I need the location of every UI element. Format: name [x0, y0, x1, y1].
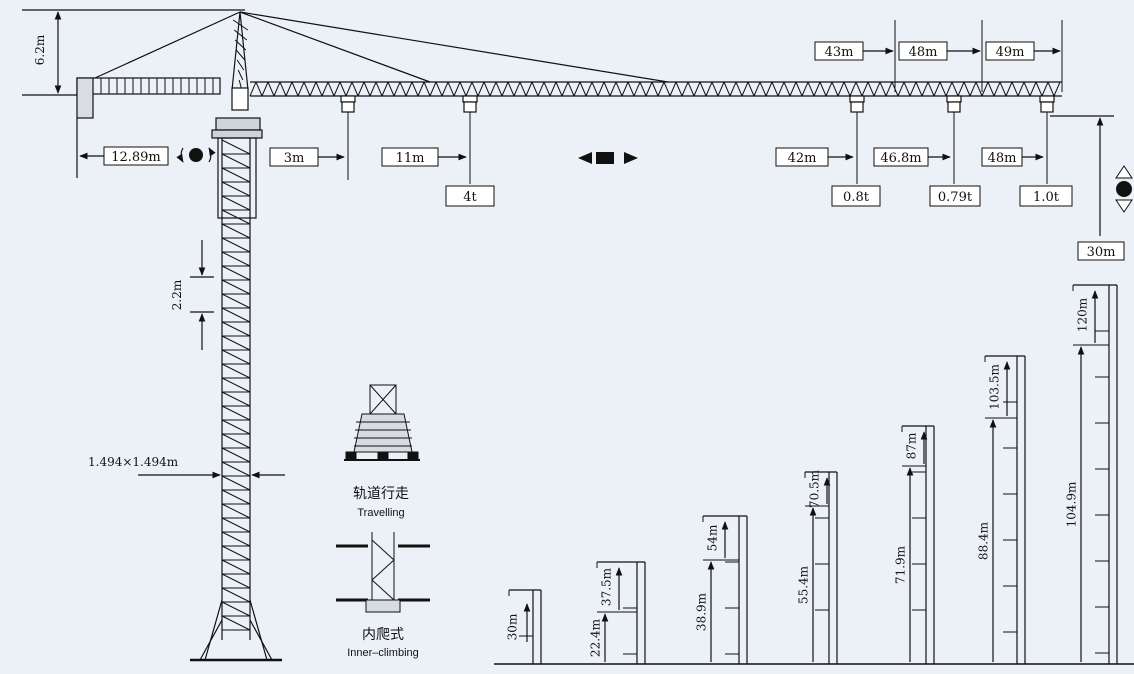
- config-3-bottom-label: 38.9m: [695, 592, 709, 631]
- config-7-top-label: 120m: [1076, 297, 1090, 332]
- height-config-7: 104.9m 120m: [1065, 284, 1118, 664]
- free-height-dim: 30m: [1050, 115, 1125, 261]
- inner-climbing-caption-en: Inner–climbing: [347, 647, 419, 659]
- slewing-icon: [176, 147, 216, 163]
- height-config-4: 55.4m 70.5m: [797, 469, 838, 664]
- config-1-top-label: 30m: [506, 613, 520, 640]
- jib-length-label-2: 49m: [996, 45, 1025, 60]
- radius-label-42m: 42m: [788, 151, 817, 166]
- config-3-top-label: 54m: [706, 524, 720, 551]
- config-2-top-label: 37.5m: [600, 567, 614, 606]
- inner-climbing-type: 内爬式 Inner–climbing: [336, 532, 430, 659]
- config-4-top-label: 70.5m: [808, 469, 822, 508]
- config-2-bottom-label: 22.4m: [589, 618, 603, 657]
- radius-label-46.8m: 46.8m: [880, 151, 921, 166]
- head-height-dim: 6.2m: [33, 11, 62, 94]
- radius-label-11m: 11m: [396, 151, 425, 166]
- mast-size-dim: 1.494×1.494m: [88, 455, 285, 479]
- radius-label-3m: 3m: [284, 151, 305, 166]
- jib-length-dimensions: 43m 48m 49m: [814, 41, 1061, 61]
- travelling-caption-en: Travelling: [357, 507, 404, 519]
- radius-label-48m: 48m: [988, 151, 1017, 166]
- travelling-caption-cn: 轨道行走: [353, 486, 409, 502]
- config-6-bottom-label: 88.4m: [977, 521, 991, 560]
- load-label-3: 1.0t: [1033, 190, 1060, 205]
- mast-size-label: 1.494×1.494m: [88, 455, 179, 469]
- inner-climbing-caption-cn: 内爬式: [362, 627, 404, 643]
- load-labels: 4t 0.8t 0.79t 1.0t: [445, 185, 1073, 207]
- height-config-1: 30m: [506, 589, 542, 664]
- counter-jib-label: 12.89m: [111, 150, 161, 165]
- jib-length-label-0: 43m: [825, 45, 854, 60]
- config-4-bottom-label: 55.4m: [797, 565, 811, 604]
- load-label-2: 0.79t: [938, 190, 973, 205]
- height-config-2: 22.4m 37.5m: [589, 561, 646, 664]
- height-config-6: 88.4m 103.5m: [977, 355, 1026, 664]
- mast-section-dim: 2.2m: [170, 240, 214, 350]
- height-config-5: 71.9m 87m: [894, 425, 935, 664]
- config-5-top-label: 87m: [905, 432, 919, 459]
- hoist-icon: [1115, 165, 1133, 213]
- head-height-label: 6.2m: [33, 34, 47, 65]
- height-config-3: 38.9m 54m: [695, 515, 748, 664]
- config-7-bottom-label: 104.9m: [1065, 481, 1079, 527]
- trolley-travel-icon: [578, 152, 638, 164]
- config-5-bottom-label: 71.9m: [894, 545, 908, 584]
- config-6-top-label: 103.5m: [988, 364, 1002, 410]
- counter-jib-dim: 12.89m: [76, 118, 169, 178]
- load-label-1: 0.8t: [843, 190, 870, 205]
- crane-structure: [22, 9, 1063, 662]
- free-height-label: 30m: [1087, 245, 1116, 260]
- travelling-type: 轨道行走 Travelling: [344, 384, 420, 519]
- load-label-0: 4t: [463, 190, 477, 205]
- height-configurations: 30m 22.4m 37.5m 38.9m 54m 55.4m 70.5m 71.9m 87m 8…: [506, 284, 1118, 664]
- mast-section-height-label: 2.2m: [170, 279, 184, 310]
- jib-length-label-1: 48m: [909, 45, 938, 60]
- radius-dimensions: 3m 11m 42m 46.8m 48m: [269, 147, 1044, 167]
